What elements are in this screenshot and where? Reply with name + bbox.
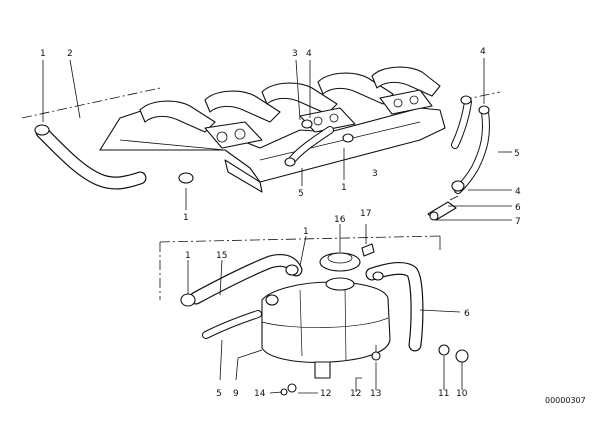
callout-9: 9	[233, 389, 239, 399]
temperature-sensor	[427, 195, 459, 221]
callout-1: 1	[40, 49, 46, 59]
callout-11: 11	[438, 389, 449, 399]
callout-15: 15	[216, 251, 227, 261]
callout-6: 6	[464, 309, 470, 319]
callout-3: 3	[292, 49, 298, 59]
callout-5: 5	[298, 189, 304, 199]
leader-lines	[42, 58, 512, 394]
callout-17: 17	[360, 209, 371, 219]
diagram-reference-number: 00000307	[545, 396, 586, 405]
callout-1: 1	[303, 227, 309, 237]
expansion-tank-area	[159, 235, 469, 396]
callout-5: 5	[514, 149, 520, 159]
callouts: 1 2 3 4 4 5 1 3 1 5 4 6 7 16 17 1 1 15 6…	[40, 47, 521, 399]
intake-manifold	[21, 66, 501, 193]
callout-16: 16	[334, 215, 346, 225]
callout-3: 3	[372, 169, 378, 179]
callout-4: 4	[306, 49, 312, 59]
left-hose	[34, 124, 194, 190]
callout-14: 14	[254, 389, 266, 399]
callout-5: 5	[216, 389, 222, 399]
callout-1: 1	[341, 183, 347, 193]
center-small-hose	[284, 119, 354, 167]
callout-1: 1	[183, 213, 189, 223]
callout-12: 12	[320, 389, 331, 399]
callout-12: 12	[350, 389, 361, 399]
callout-4: 4	[515, 187, 521, 197]
callout-4: 4	[480, 47, 486, 57]
callout-13: 13	[370, 389, 381, 399]
callout-7: 7	[515, 217, 521, 227]
callout-10: 10	[456, 389, 468, 399]
callout-2: 2	[67, 49, 73, 59]
callout-1: 1	[185, 251, 191, 261]
right-hose	[451, 95, 490, 194]
callout-6: 6	[515, 203, 521, 213]
